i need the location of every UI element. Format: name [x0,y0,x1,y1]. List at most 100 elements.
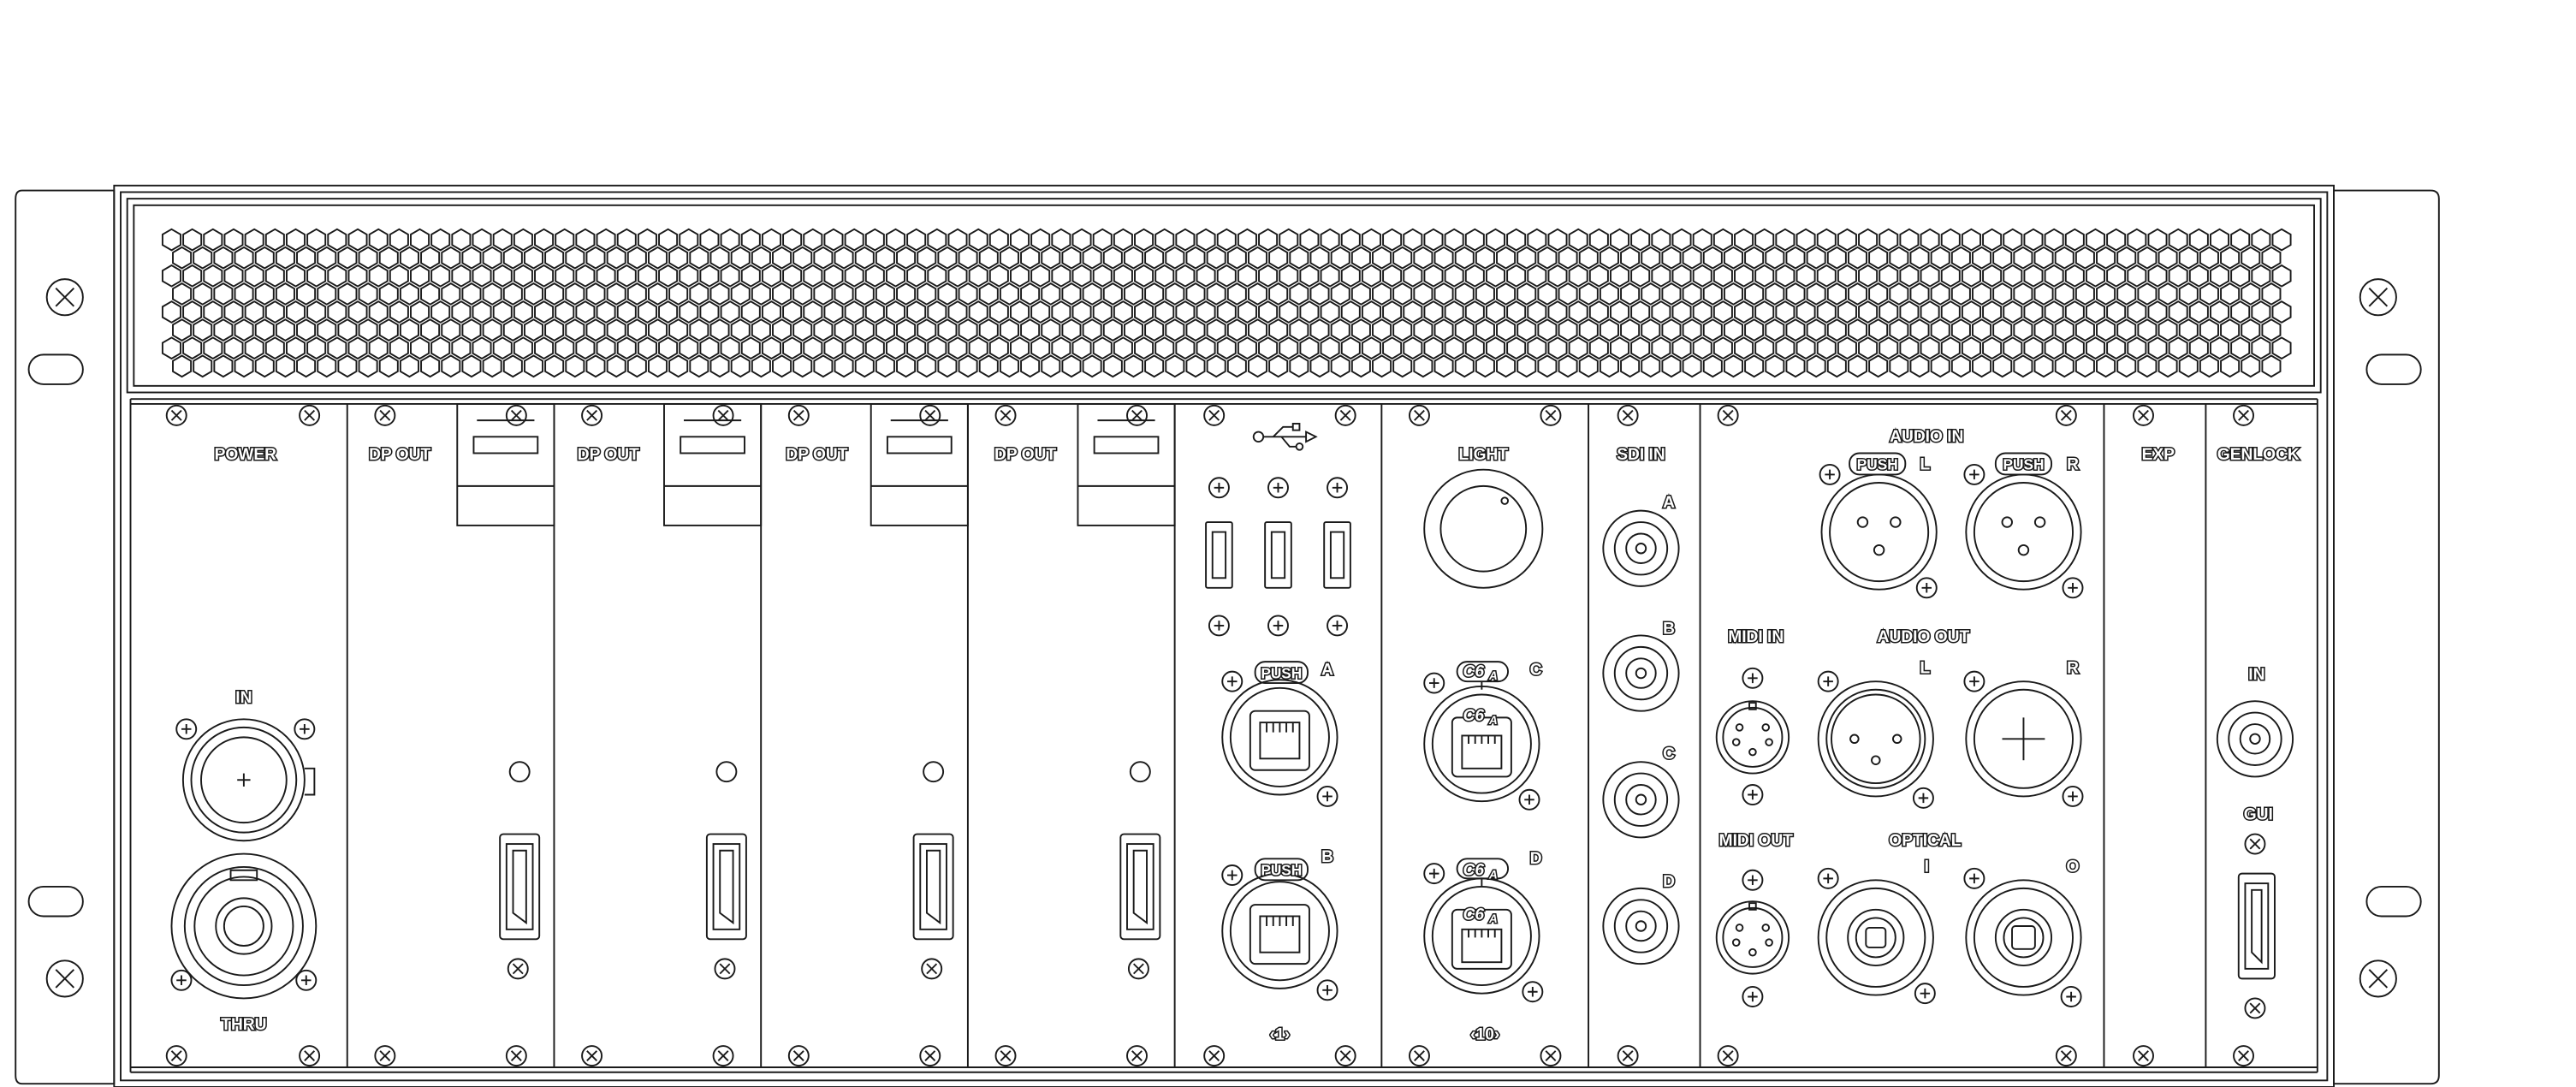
card-latch[interactable] [456,402,555,526]
audio-out-r-xlr[interactable] [1963,670,2084,807]
vent-hole [1433,282,1454,306]
vent-hole [1464,300,1485,324]
vent-hole [2261,282,2282,306]
vent-hole [988,228,1009,252]
vent-hole [1517,246,1537,270]
vent-hole [1020,246,1041,270]
vent-hole [244,264,264,288]
c6a-port-c[interactable] [1423,661,1540,811]
vent-hole [327,300,347,324]
vent-hole [2074,282,2095,306]
vent-hole [1972,318,1992,342]
vent-hole [1092,300,1113,324]
audio-out-l-xlr[interactable] [1817,670,1934,809]
vent-hole [626,282,647,306]
vent-hole [720,264,740,288]
vent-hole [2230,228,2251,252]
card-latch[interactable] [663,402,763,526]
screw-icon [2233,404,2254,426]
vent-hole [2220,246,2241,270]
usb-port-icon[interactable] [1323,477,1351,637]
vent-hole [834,354,854,378]
power-in-connector[interactable] [175,718,316,842]
vent-hole [1950,354,1971,378]
vent-hole [1299,300,1320,324]
vent-hole [2054,318,2074,342]
vent-hole [1216,228,1237,252]
vent-hole [1279,228,1299,252]
vent-hole [1444,264,1464,288]
vent-hole [2251,264,2271,288]
displayport-icon[interactable] [499,833,541,941]
vent-hole [1879,300,1899,324]
vent-hole [958,354,978,378]
card-latch[interactable] [870,402,969,526]
vent-hole [1496,354,1517,378]
vent-hole [709,354,730,378]
vent-hole [1051,336,1071,360]
vent-hole [1671,336,1692,360]
vent-hole [1340,300,1361,324]
vent-hole [1795,300,1816,324]
card-latch[interactable] [1077,402,1176,526]
vent-hole [1610,228,1630,252]
vent-hole [803,300,823,324]
optical-in-toslink[interactable] [1817,867,1936,1005]
c6a-port-d[interactable] [1423,858,1544,1003]
audio-in-r-xlr[interactable] [1963,452,2084,599]
vent-hole [2210,228,2230,252]
vent-hole [482,282,502,306]
usb-port-icon[interactable] [1264,477,1292,637]
vent-hole [1299,228,1320,252]
power-thru-connector[interactable] [170,852,318,1000]
displayport-icon[interactable] [705,833,747,941]
ethernet-port-a[interactable] [1221,661,1338,807]
vent-hole [213,282,234,306]
vent-hole [896,354,917,378]
vent-hole [2147,264,2168,288]
vent-hole [1433,354,1454,378]
audio-in-l-label: L [1920,456,1930,474]
vent-hole [2137,282,2158,306]
gui-displayport[interactable] [2237,872,2276,980]
audio-in-l-xlr[interactable] [1819,452,1938,599]
vent-hole [844,300,864,324]
usb-port-icon[interactable] [1205,477,1233,637]
sdi-bnc-a[interactable] [1602,509,1680,587]
sdi-bnc-b[interactable] [1602,634,1680,712]
vent-hole [968,336,988,360]
dp-out-label-1: DP OUT [369,446,430,464]
c6a-inner-label-c: C6 [1463,707,1485,725]
light-knob-icon[interactable] [1423,468,1544,589]
vent-hole [203,264,223,288]
ethernet-port-b[interactable] [1221,858,1338,1001]
displayport-icon[interactable] [912,833,954,941]
optical-out-toslink[interactable] [1963,867,2082,1007]
displayport-icon[interactable] [1119,833,1161,941]
vent-hole [1082,354,1102,378]
sdi-a-label: A [1663,494,1675,512]
vent-hole [699,264,720,288]
vent-hole [596,336,616,360]
vent-hole [1858,264,1879,288]
vent-hole [699,336,720,360]
vent-hole [420,246,441,270]
vent-hole [1847,318,1868,342]
genlock-in-bnc[interactable] [2216,700,2294,778]
vent-hole [1464,228,1485,252]
vent-hole [1506,228,1527,252]
vent-hole [834,318,854,342]
vent-hole [441,282,461,306]
midi-in-din[interactable] [1715,667,1790,805]
sdi-bnc-d[interactable] [1602,887,1680,965]
midi-out-din[interactable] [1715,869,1790,1007]
vent-hole [1847,282,1868,306]
vent-hole [1588,336,1609,360]
vent-hole [1909,246,1930,270]
vent-hole [1082,246,1102,270]
vent-hole [885,264,906,288]
vent-hole [420,318,441,342]
vent-hole [2054,282,2074,306]
sdi-bnc-c[interactable] [1602,761,1680,839]
c6a-inner-label-d: C6 [1463,906,1485,924]
